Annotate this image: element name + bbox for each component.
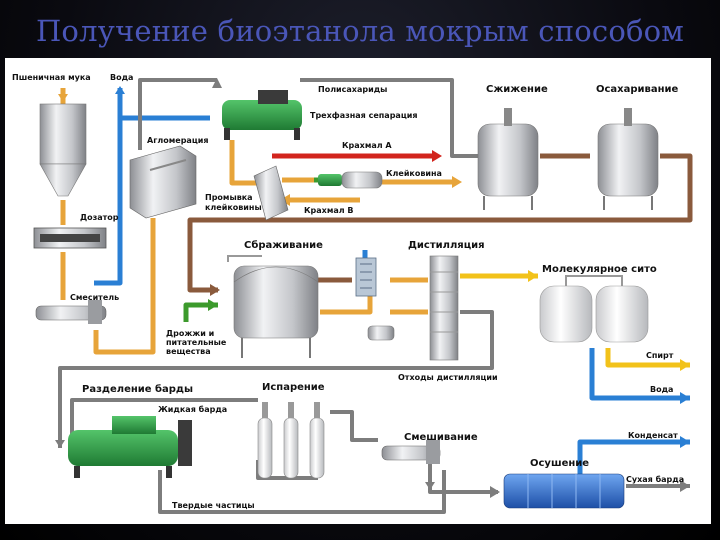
arrow-starch-a <box>432 150 442 162</box>
separator-to-wash-pipe <box>229 140 262 186</box>
label-polysaccharides: Полисахариды <box>318 85 387 94</box>
arrow-water-top <box>115 86 125 94</box>
water-pipe-top <box>94 88 123 286</box>
label-gluten: Клейковина <box>386 169 442 178</box>
arrow-separator-top <box>212 78 222 88</box>
diagram-labels: Пшеничная мука Вода Дозатор Смеситель Аг… <box>12 73 684 510</box>
label-mol-sieve: Молекулярное сито <box>542 264 657 275</box>
saccharification-tank <box>597 108 659 210</box>
water-out-pipe <box>589 348 690 401</box>
mash-pipe-2 <box>187 153 693 293</box>
flour-hopper <box>39 103 87 197</box>
arrow-to-sieve <box>528 270 538 282</box>
label-water-top: Вода <box>110 73 133 82</box>
agglomeration-unit <box>129 145 197 219</box>
gluten-wash-unit <box>253 165 289 221</box>
label-yeast-1: Дрожжи и <box>166 329 214 338</box>
distill-waste-pipe <box>58 310 494 448</box>
label-saccharification: Осахаривание <box>596 84 679 95</box>
label-dry-stillage: Сухая барда <box>626 474 684 484</box>
label-starch-a: Крахмал А <box>342 141 392 150</box>
arrow-yeast <box>208 299 218 311</box>
arrow-mixer-down <box>425 482 435 490</box>
label-water-right: Вода <box>650 385 673 394</box>
agglomeration-to-separator-pipe <box>138 78 217 150</box>
gluten-pump <box>318 171 383 189</box>
polysaccharides-pipe <box>300 78 478 158</box>
label-liquid-stillage: Жидкая барда <box>158 404 227 414</box>
condensate-pipe <box>577 439 690 476</box>
mixer-to-agglomeration-pipe <box>93 218 156 355</box>
distillation-column <box>429 255 459 361</box>
three-phase-separator <box>222 90 302 140</box>
arrow-gluten <box>452 176 462 188</box>
label-gluten-wash-2: клейковины <box>205 203 262 212</box>
label-starch-b: Крахмал В <box>304 206 354 215</box>
label-mixer: Смеситель <box>70 293 119 302</box>
label-distill-waste: Отходы дистилляции <box>398 373 498 382</box>
fermentation-tank <box>227 255 319 358</box>
label-mixing: Смешивание <box>404 432 478 443</box>
slide-title: Получение биоэтанола мокрым способом <box>35 14 685 48</box>
label-gluten-wash-1: Промывка <box>205 193 253 202</box>
heat-exchanger <box>355 257 377 297</box>
flow-arrows <box>55 78 690 498</box>
arrow-to-fermenter <box>210 284 220 296</box>
label-dosator: Дозатор <box>80 213 119 222</box>
pipes <box>58 78 693 514</box>
label-liquefaction: Сжижение <box>486 84 548 95</box>
arrow-alcohol <box>680 359 690 371</box>
arrow-waste-down <box>55 440 65 448</box>
label-yeast-3: вещества <box>166 347 211 356</box>
label-yeast-2: питательные <box>166 338 227 347</box>
yeast-pipe <box>183 302 218 322</box>
label-three-phase: Трехфазная сепарация <box>310 111 418 120</box>
mixing-unit <box>381 440 441 464</box>
label-condensate: Конденсат <box>628 431 678 440</box>
arrow-water-out <box>680 392 690 404</box>
alcohol-pipe <box>605 348 690 368</box>
molecular-sieve <box>539 275 649 343</box>
dryer-unit <box>503 473 625 509</box>
mixer <box>35 300 107 324</box>
mixer-to-dryer-pipe <box>428 464 498 494</box>
label-alcohol: Спирт <box>646 351 674 360</box>
arrow-to-dryer <box>490 486 500 498</box>
arrow-flour-1 <box>58 94 68 102</box>
label-fermentation: Сбраживание <box>244 239 323 251</box>
arrow-dry-stillage <box>680 480 690 492</box>
label-distillation: Дистилляция <box>408 240 485 251</box>
dosator <box>33 227 107 249</box>
ferment-return-pipe <box>320 296 373 315</box>
label-agglomeration: Агломерация <box>147 136 209 145</box>
label-wheat-flour: Пшеничная мука <box>12 73 91 82</box>
stillage-decanter <box>68 416 192 478</box>
label-solids: Твердые частицы <box>172 501 255 510</box>
label-evaporation: Испарение <box>262 382 325 393</box>
liquefaction-tank <box>477 108 539 210</box>
label-stillage-sep: Разделение барды <box>82 383 193 395</box>
transfer-pump <box>367 325 395 341</box>
evaporator-to-mixer-pipe <box>330 410 378 442</box>
evaporators <box>257 402 325 479</box>
label-drying: Осушение <box>530 458 589 469</box>
arrow-condensate <box>680 436 690 448</box>
